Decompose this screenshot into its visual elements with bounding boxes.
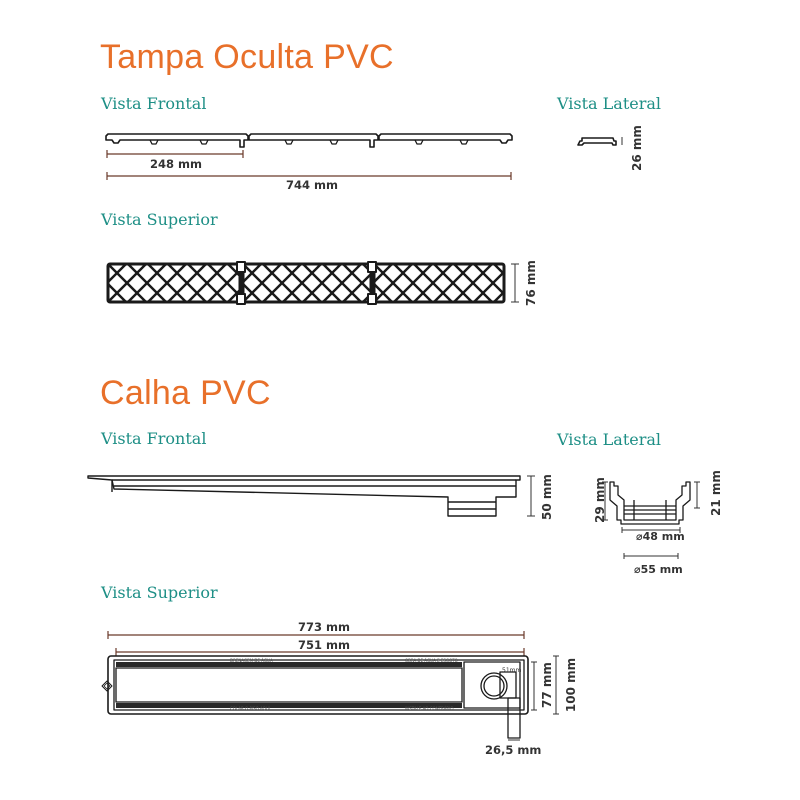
calha-side-view-drawing [602,481,700,559]
tampa-top-view-label: Vista Superior [101,210,218,229]
calha-dim-side-left: 29 mm [592,477,607,523]
tampa-dim-top-width: 76 mm [523,260,538,306]
calha-dim-inner-diameter-value: 48 mm [642,530,685,543]
calha-top-view-drawing [101,655,559,741]
calha-print-1: DRENAGEM DE ÁGUA [230,658,273,663]
calha-side-view-label: Vista Lateral [557,430,662,449]
calha-print-2: OBRA DE ÁGUA E ESGOTO [405,658,458,663]
diameter-symbol-icon: ⌀ [636,530,643,543]
calha-top-dimension-lines [107,631,525,656]
calha-print-4: INSTALE AO CONTRÁRIO [405,706,454,711]
calha-dim-front-height: 50 mm [539,474,554,520]
calha-print-3: COLAR O PISO AQUI [230,706,270,711]
calha-front-view-drawing [87,475,535,517]
calha-dim-inner-length: 751 mm [298,638,350,652]
calha-dim-total-length: 773 mm [298,620,350,634]
calha-dim-outlet: 26,5 mm [485,743,542,757]
tampa-top-view-drawing [106,261,519,305]
calha-dim-outer-diameter: ⌀55 mm [634,563,683,576]
tampa-front-view-drawing [105,133,513,148]
tampa-dim-side-height: 26 mm [629,125,644,171]
calha-dim-outer-diameter-value: 55 mm [640,563,683,576]
diameter-symbol-icon: ⌀ [634,563,641,576]
calha-top-view-label: Vista Superior [101,583,218,602]
tampa-dimension-lines [106,150,512,180]
tampa-title: Tampa Oculta PVC [100,38,394,76]
tampa-side-view-drawing [577,137,623,146]
calha-title: Calha PVC [100,374,271,412]
tampa-dim-total: 744 mm [286,178,338,192]
calha-front-view-label: Vista Frontal [101,429,207,448]
calha-dim-side-right: 21 mm [708,470,723,516]
calha-dim-inner-diameter: ⌀48 mm [636,530,685,543]
calha-dim-width-outer: 100 mm [564,657,579,713]
calha-dim-outlet-small: 51mm [502,667,522,674]
tampa-dim-segment: 248 mm [150,157,202,171]
tampa-front-view-label: Vista Frontal [101,94,207,113]
calha-dim-width-inner: 77 mm [539,662,554,708]
tampa-side-view-label: Vista Lateral [557,94,662,113]
